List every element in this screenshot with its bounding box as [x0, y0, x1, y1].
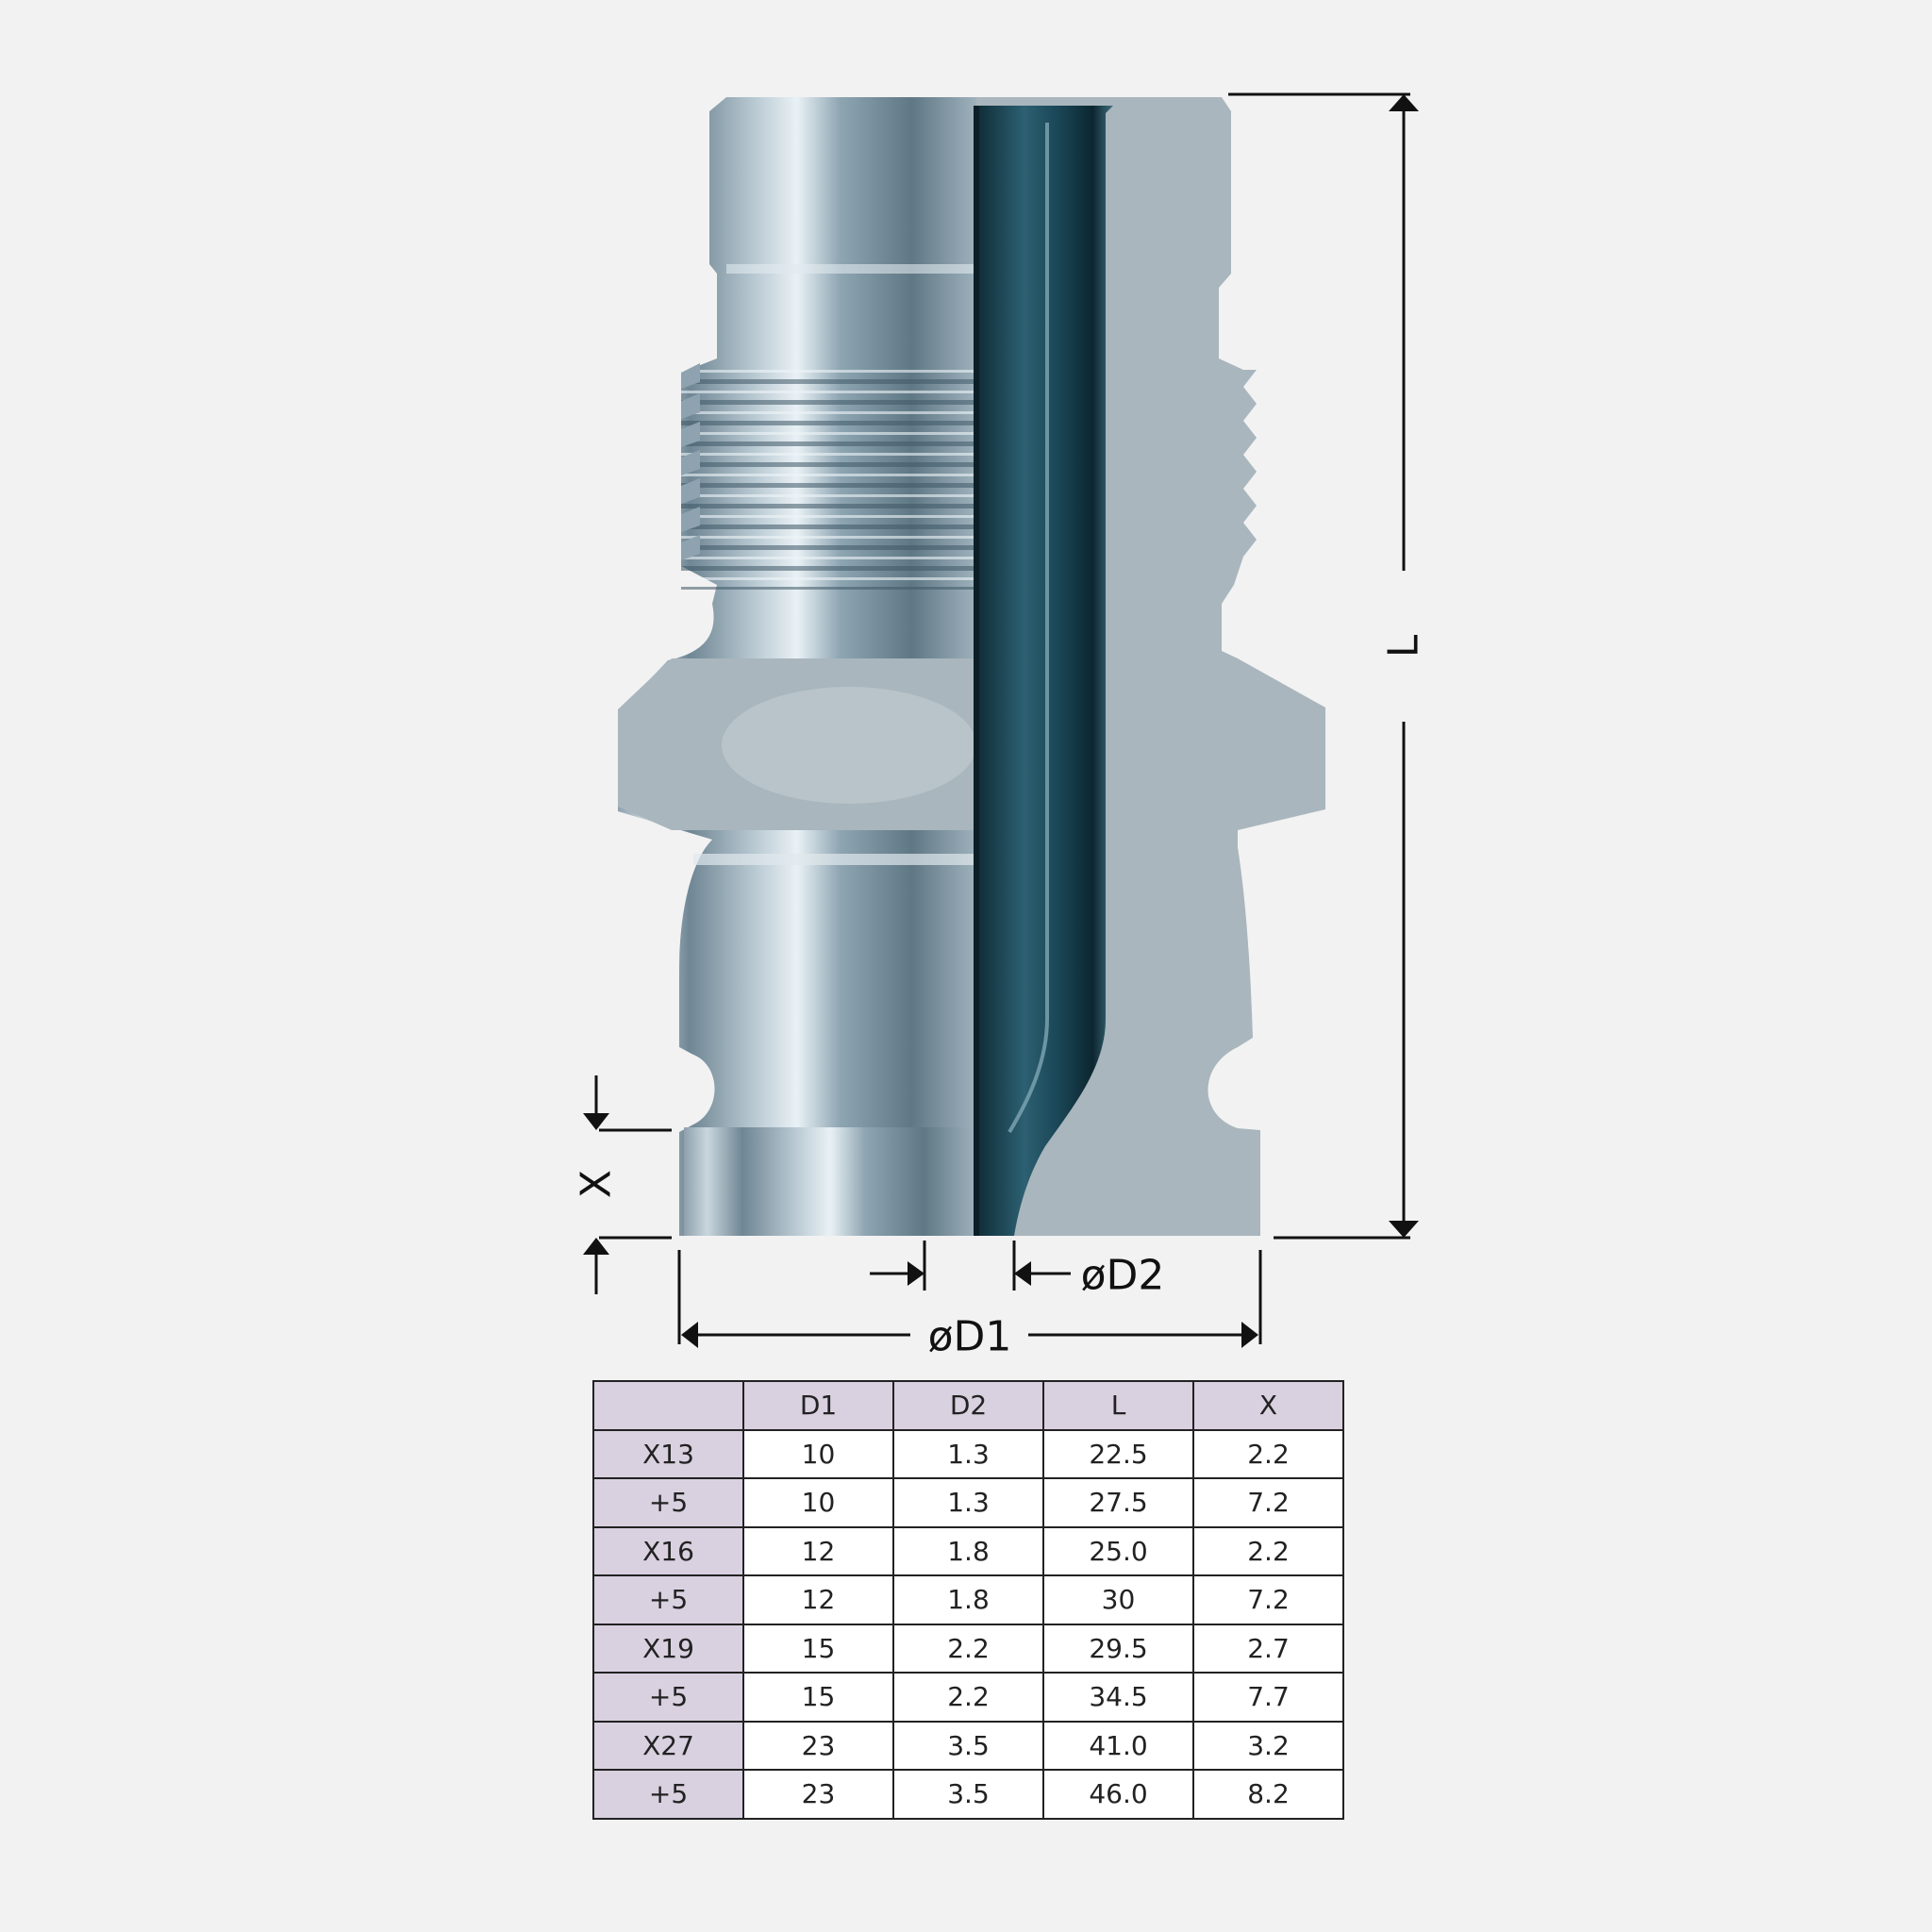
cell-d1: 10 — [742, 1428, 894, 1479]
hex-face-highlight — [722, 687, 976, 804]
cell-l: 27.5 — [1042, 1477, 1194, 1528]
cell-x: 7.2 — [1192, 1574, 1344, 1625]
technical-drawing: L X øD1 øD2 — [573, 92, 1428, 1361]
cell-x: 7.2 — [1192, 1477, 1344, 1528]
cell-x: 2.2 — [1192, 1525, 1344, 1576]
table-row: X27 23 3.5 41.0 3.2 — [592, 1720, 1344, 1771]
dim-X-arrow-bottom — [583, 1238, 609, 1255]
row-label: +5 — [592, 1769, 744, 1820]
cell-d1: 15 — [742, 1672, 894, 1723]
bore-channel — [976, 106, 1113, 1236]
cell-x: 7.7 — [1192, 1672, 1344, 1723]
cell-d1: 12 — [742, 1525, 894, 1576]
dim-D2-label: øD2 — [1081, 1252, 1165, 1300]
thread-teeth — [681, 363, 700, 560]
cell-l: 29.5 — [1042, 1623, 1194, 1674]
cell-d2: 1.8 — [892, 1525, 1044, 1576]
dim-D2-arrow-left — [908, 1261, 924, 1286]
cell-l: 46.0 — [1042, 1769, 1194, 1820]
table-row: X16 12 1.8 25.0 2.2 — [592, 1525, 1344, 1576]
table-row: +5 12 1.8 30 7.2 — [592, 1574, 1344, 1625]
cell-x: 3.2 — [1192, 1720, 1344, 1771]
dimension-table: D1 D2 L X X13 10 1.3 22.5 2.2 +5 10 1.3 … — [592, 1380, 1344, 1820]
header-cell-l: L — [1042, 1380, 1194, 1431]
header-cell-d2: D2 — [892, 1380, 1044, 1431]
cell-l: 41.0 — [1042, 1720, 1194, 1771]
header-cell-corner — [592, 1380, 744, 1431]
row-label: X16 — [592, 1525, 744, 1576]
fitting-section — [974, 97, 1325, 1236]
dim-D1-arrow-right — [1241, 1322, 1258, 1348]
table-row: X13 10 1.3 22.5 2.2 — [592, 1428, 1344, 1479]
header-cell-d1: D1 — [742, 1380, 894, 1431]
thread-band — [681, 363, 976, 590]
cell-x: 8.2 — [1192, 1769, 1344, 1820]
cell-d2: 3.5 — [892, 1769, 1044, 1820]
fitting-exterior — [618, 97, 976, 1236]
cell-d2: 1.3 — [892, 1477, 1044, 1528]
dim-X-arrow-top — [583, 1113, 609, 1130]
cell-l: 22.5 — [1042, 1428, 1194, 1479]
cell-d1: 23 — [742, 1720, 894, 1771]
table-row: X19 15 2.2 29.5 2.7 — [592, 1623, 1344, 1674]
lower-collar — [684, 1127, 976, 1236]
row-label: X27 — [592, 1720, 744, 1771]
table-header-row: D1 D2 L X — [592, 1380, 1344, 1431]
cell-d2: 2.2 — [892, 1672, 1044, 1723]
cell-d2: 2.2 — [892, 1623, 1044, 1674]
cell-l: 34.5 — [1042, 1672, 1194, 1723]
cell-d1: 23 — [742, 1769, 894, 1820]
table-row: +5 15 2.2 34.5 7.7 — [592, 1672, 1344, 1723]
cell-x: 2.7 — [1192, 1623, 1344, 1674]
row-label: X13 — [592, 1428, 744, 1479]
dim-D1-arrow-left — [681, 1322, 698, 1348]
row-label: +5 — [592, 1477, 744, 1528]
row-label: +5 — [592, 1672, 744, 1723]
dimension-lines — [583, 92, 1419, 1348]
table-row: +5 10 1.3 27.5 7.2 — [592, 1477, 1344, 1528]
dim-D1-label: øD1 — [928, 1313, 1012, 1361]
cell-d1: 15 — [742, 1623, 894, 1674]
cell-d2: 1.3 — [892, 1428, 1044, 1479]
dim-L-arrow-bottom — [1389, 1221, 1419, 1238]
dim-L-label: L — [1380, 634, 1428, 658]
cell-l: 25.0 — [1042, 1525, 1194, 1576]
row-label: X19 — [592, 1623, 744, 1674]
cell-d2: 1.8 — [892, 1574, 1044, 1625]
header-cell-x: X — [1192, 1380, 1344, 1431]
dim-X-label: X — [573, 1170, 621, 1198]
row-label: +5 — [592, 1574, 744, 1625]
cell-d1: 10 — [742, 1477, 894, 1528]
table-row: +5 23 3.5 46.0 8.2 — [592, 1769, 1344, 1820]
upper-band-line — [726, 264, 976, 274]
cell-x: 2.2 — [1192, 1428, 1344, 1479]
cell-d1: 12 — [742, 1574, 894, 1625]
cell-l: 30 — [1042, 1574, 1194, 1625]
bore-highlight — [1008, 123, 1049, 1134]
dim-L-arrow-top — [1389, 94, 1419, 111]
cell-d2: 3.5 — [892, 1720, 1044, 1771]
dim-D2-arrow-right — [1014, 1261, 1031, 1286]
lower-band-top — [693, 854, 976, 865]
